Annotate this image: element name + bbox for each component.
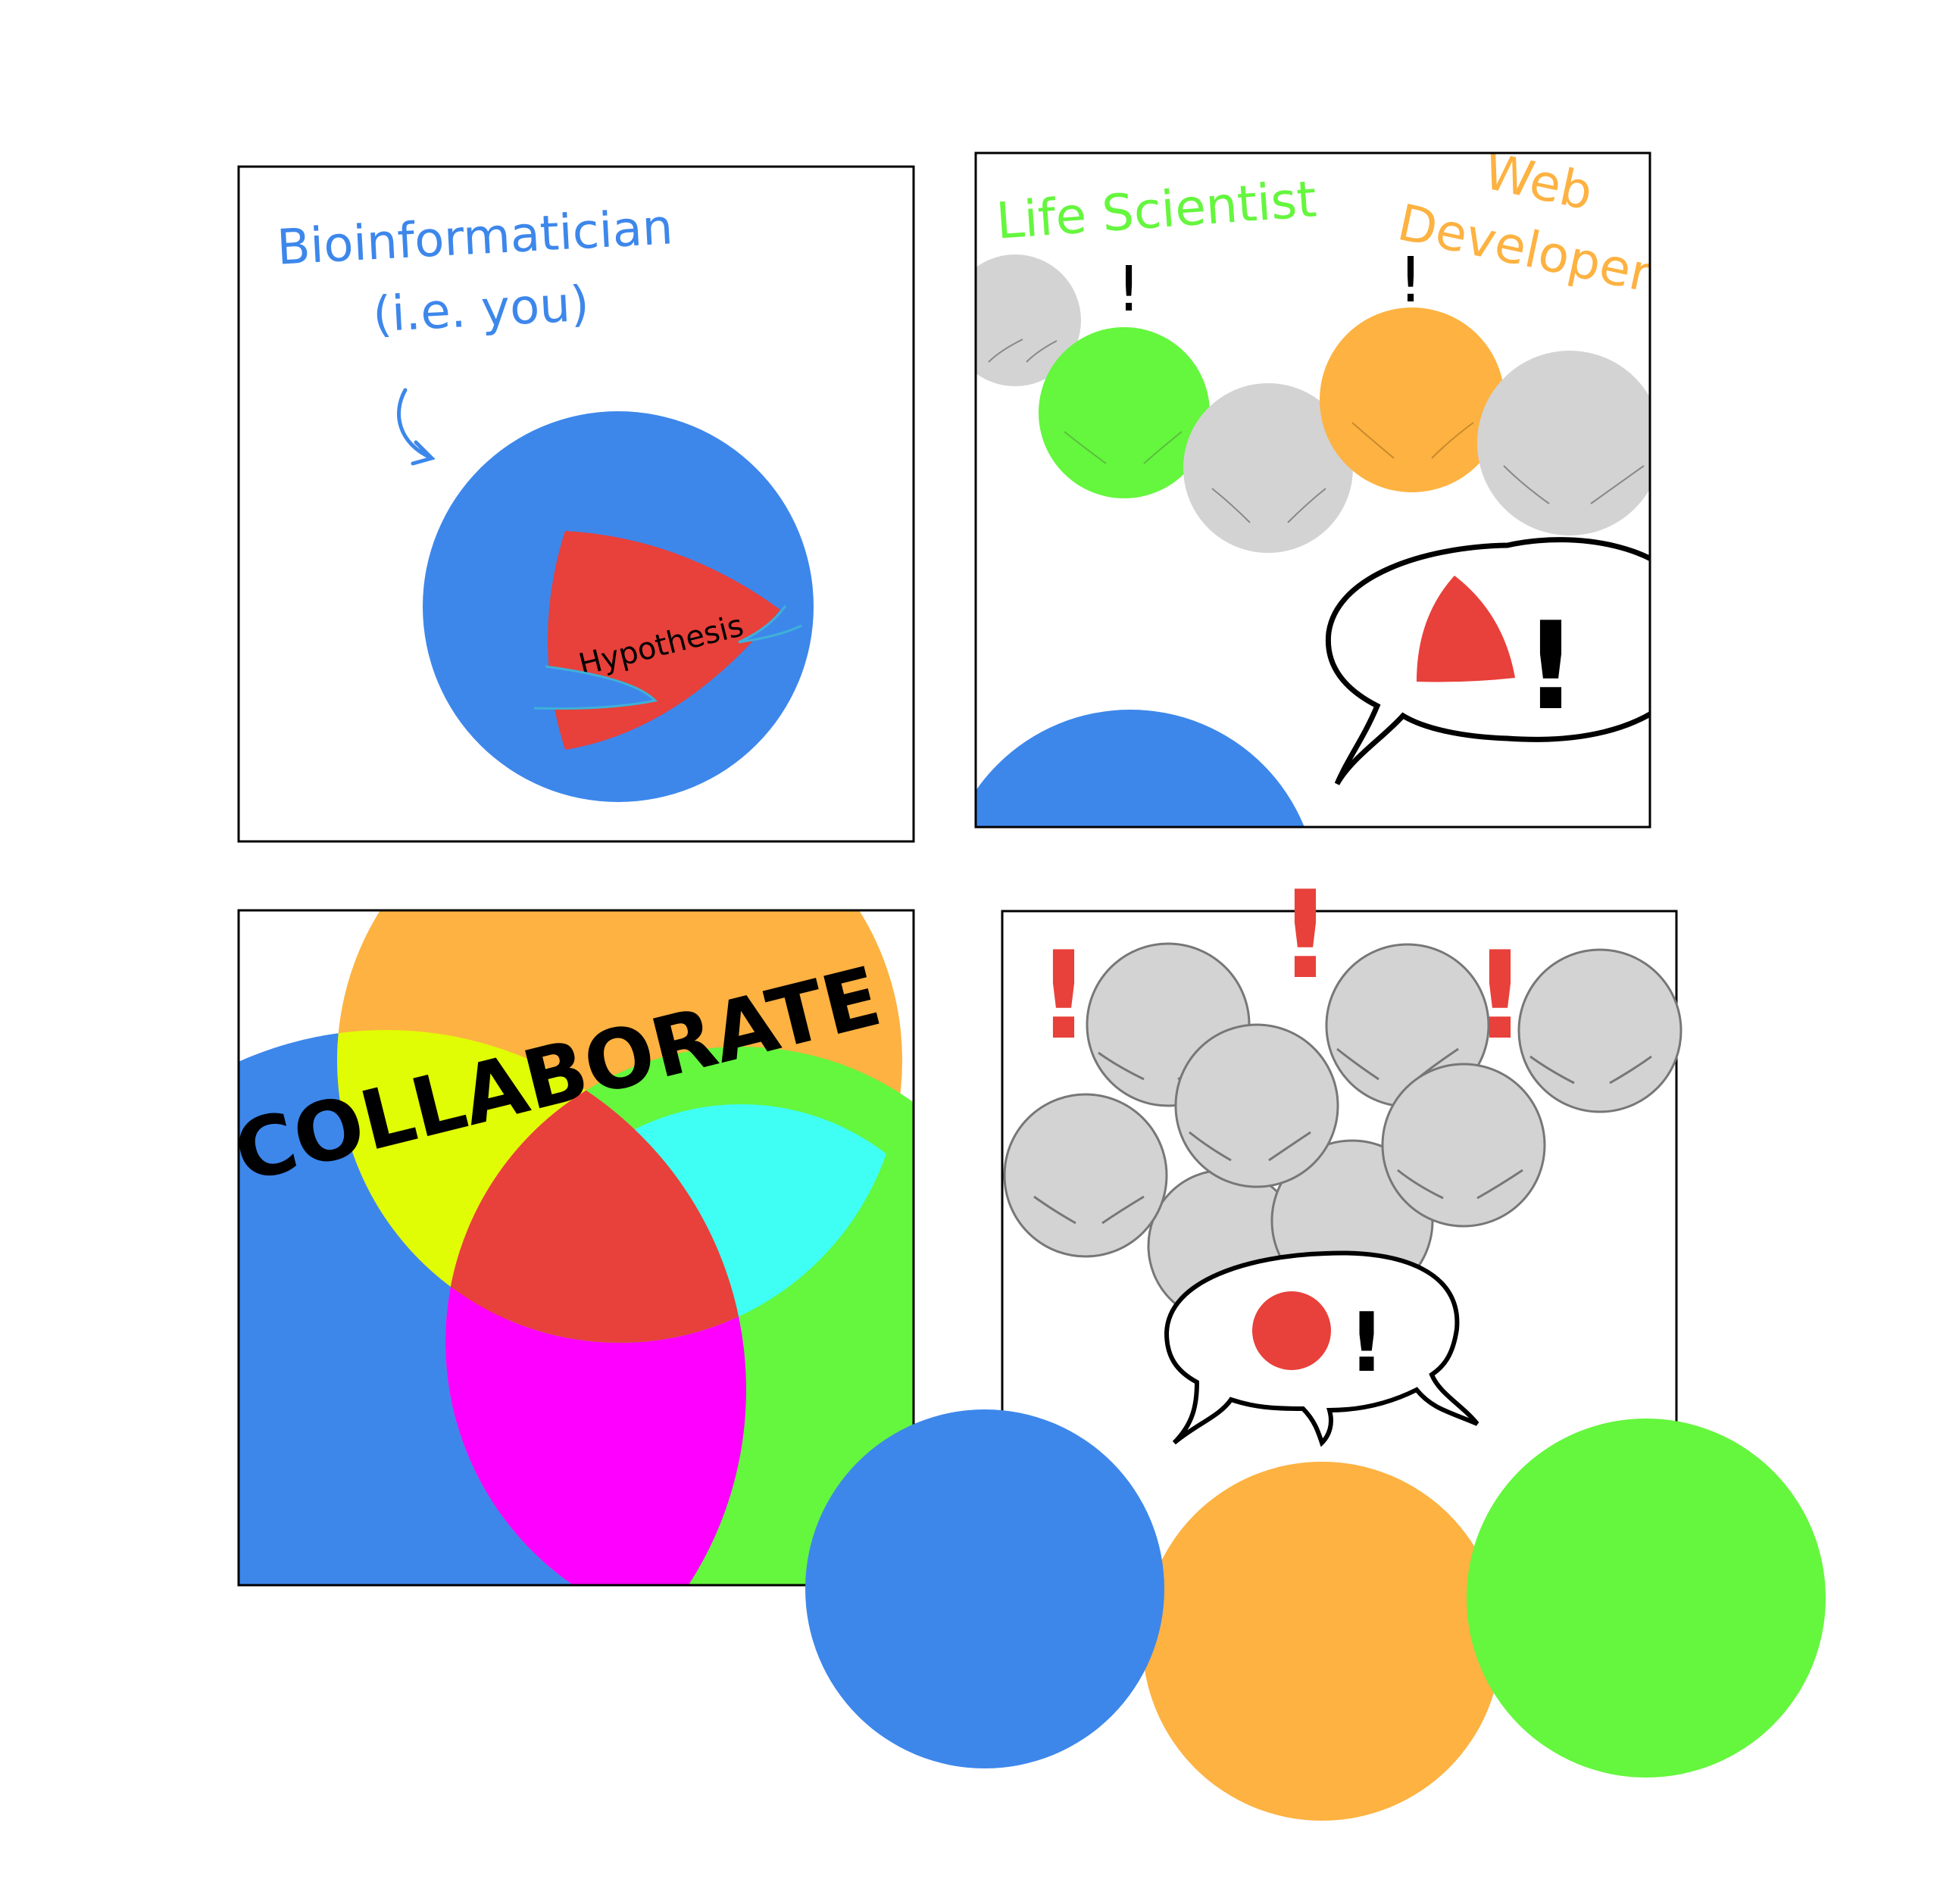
closed-eyes-icon xyxy=(1211,488,1326,523)
exclamation-center: ! xyxy=(1278,864,1333,1006)
life-scientist-circle xyxy=(1039,327,1210,498)
exclamation-left: ! xyxy=(1036,925,1092,1066)
closed-eyes-icon xyxy=(1397,1169,1523,1200)
gray-person-circle xyxy=(1381,1063,1546,1228)
closed-eyes-icon xyxy=(1503,465,1645,504)
gray-person-circle xyxy=(1174,1023,1339,1188)
hypothesis-wedge-small xyxy=(1417,576,1515,682)
panel-2: Life Scientist Web Developer ! ! ! xyxy=(974,151,1651,829)
exclamation-life: ! xyxy=(1117,254,1142,326)
hypothesis-dot xyxy=(1252,1291,1331,1370)
closed-eyes-icon xyxy=(988,339,1058,363)
bioinformatician-circle xyxy=(805,1409,1164,1768)
bioinformatician-circle xyxy=(976,710,1304,827)
curved-arrow-icon xyxy=(397,388,436,466)
closed-eyes-icon xyxy=(1351,422,1474,459)
hand-right-icon xyxy=(738,605,802,644)
exclamation-web: ! xyxy=(1398,245,1423,317)
bottom-trio xyxy=(805,1409,1826,1821)
closed-eyes-icon xyxy=(1189,1131,1311,1162)
closed-eyes-icon xyxy=(1064,431,1183,464)
exclamation-right: ! xyxy=(1473,925,1528,1066)
bubble-exclamation: ! xyxy=(1348,1296,1385,1391)
web-developer-circle xyxy=(1142,1462,1501,1821)
gray-person-circle xyxy=(1477,351,1650,535)
gray-person-circle xyxy=(976,254,1081,386)
panel-1: Bioinformatician (i.e. you) Hypothesis xyxy=(237,165,915,843)
gray-person-circle xyxy=(1183,383,1353,553)
life-scientist-circle xyxy=(1467,1419,1826,1778)
hand-left-icon xyxy=(533,665,658,710)
closed-eyes-icon xyxy=(1033,1195,1145,1225)
web-developer-circle xyxy=(1320,307,1504,492)
gray-person-circle xyxy=(1517,948,1682,1113)
bubble-exclamation: ! xyxy=(1523,595,1579,737)
closed-eyes-icon xyxy=(1529,1055,1652,1085)
gray-person-circle xyxy=(1003,1093,1168,1258)
panel-3: COLLABORATE xyxy=(237,909,915,1587)
you-label: (i.e. you) xyxy=(371,276,590,344)
